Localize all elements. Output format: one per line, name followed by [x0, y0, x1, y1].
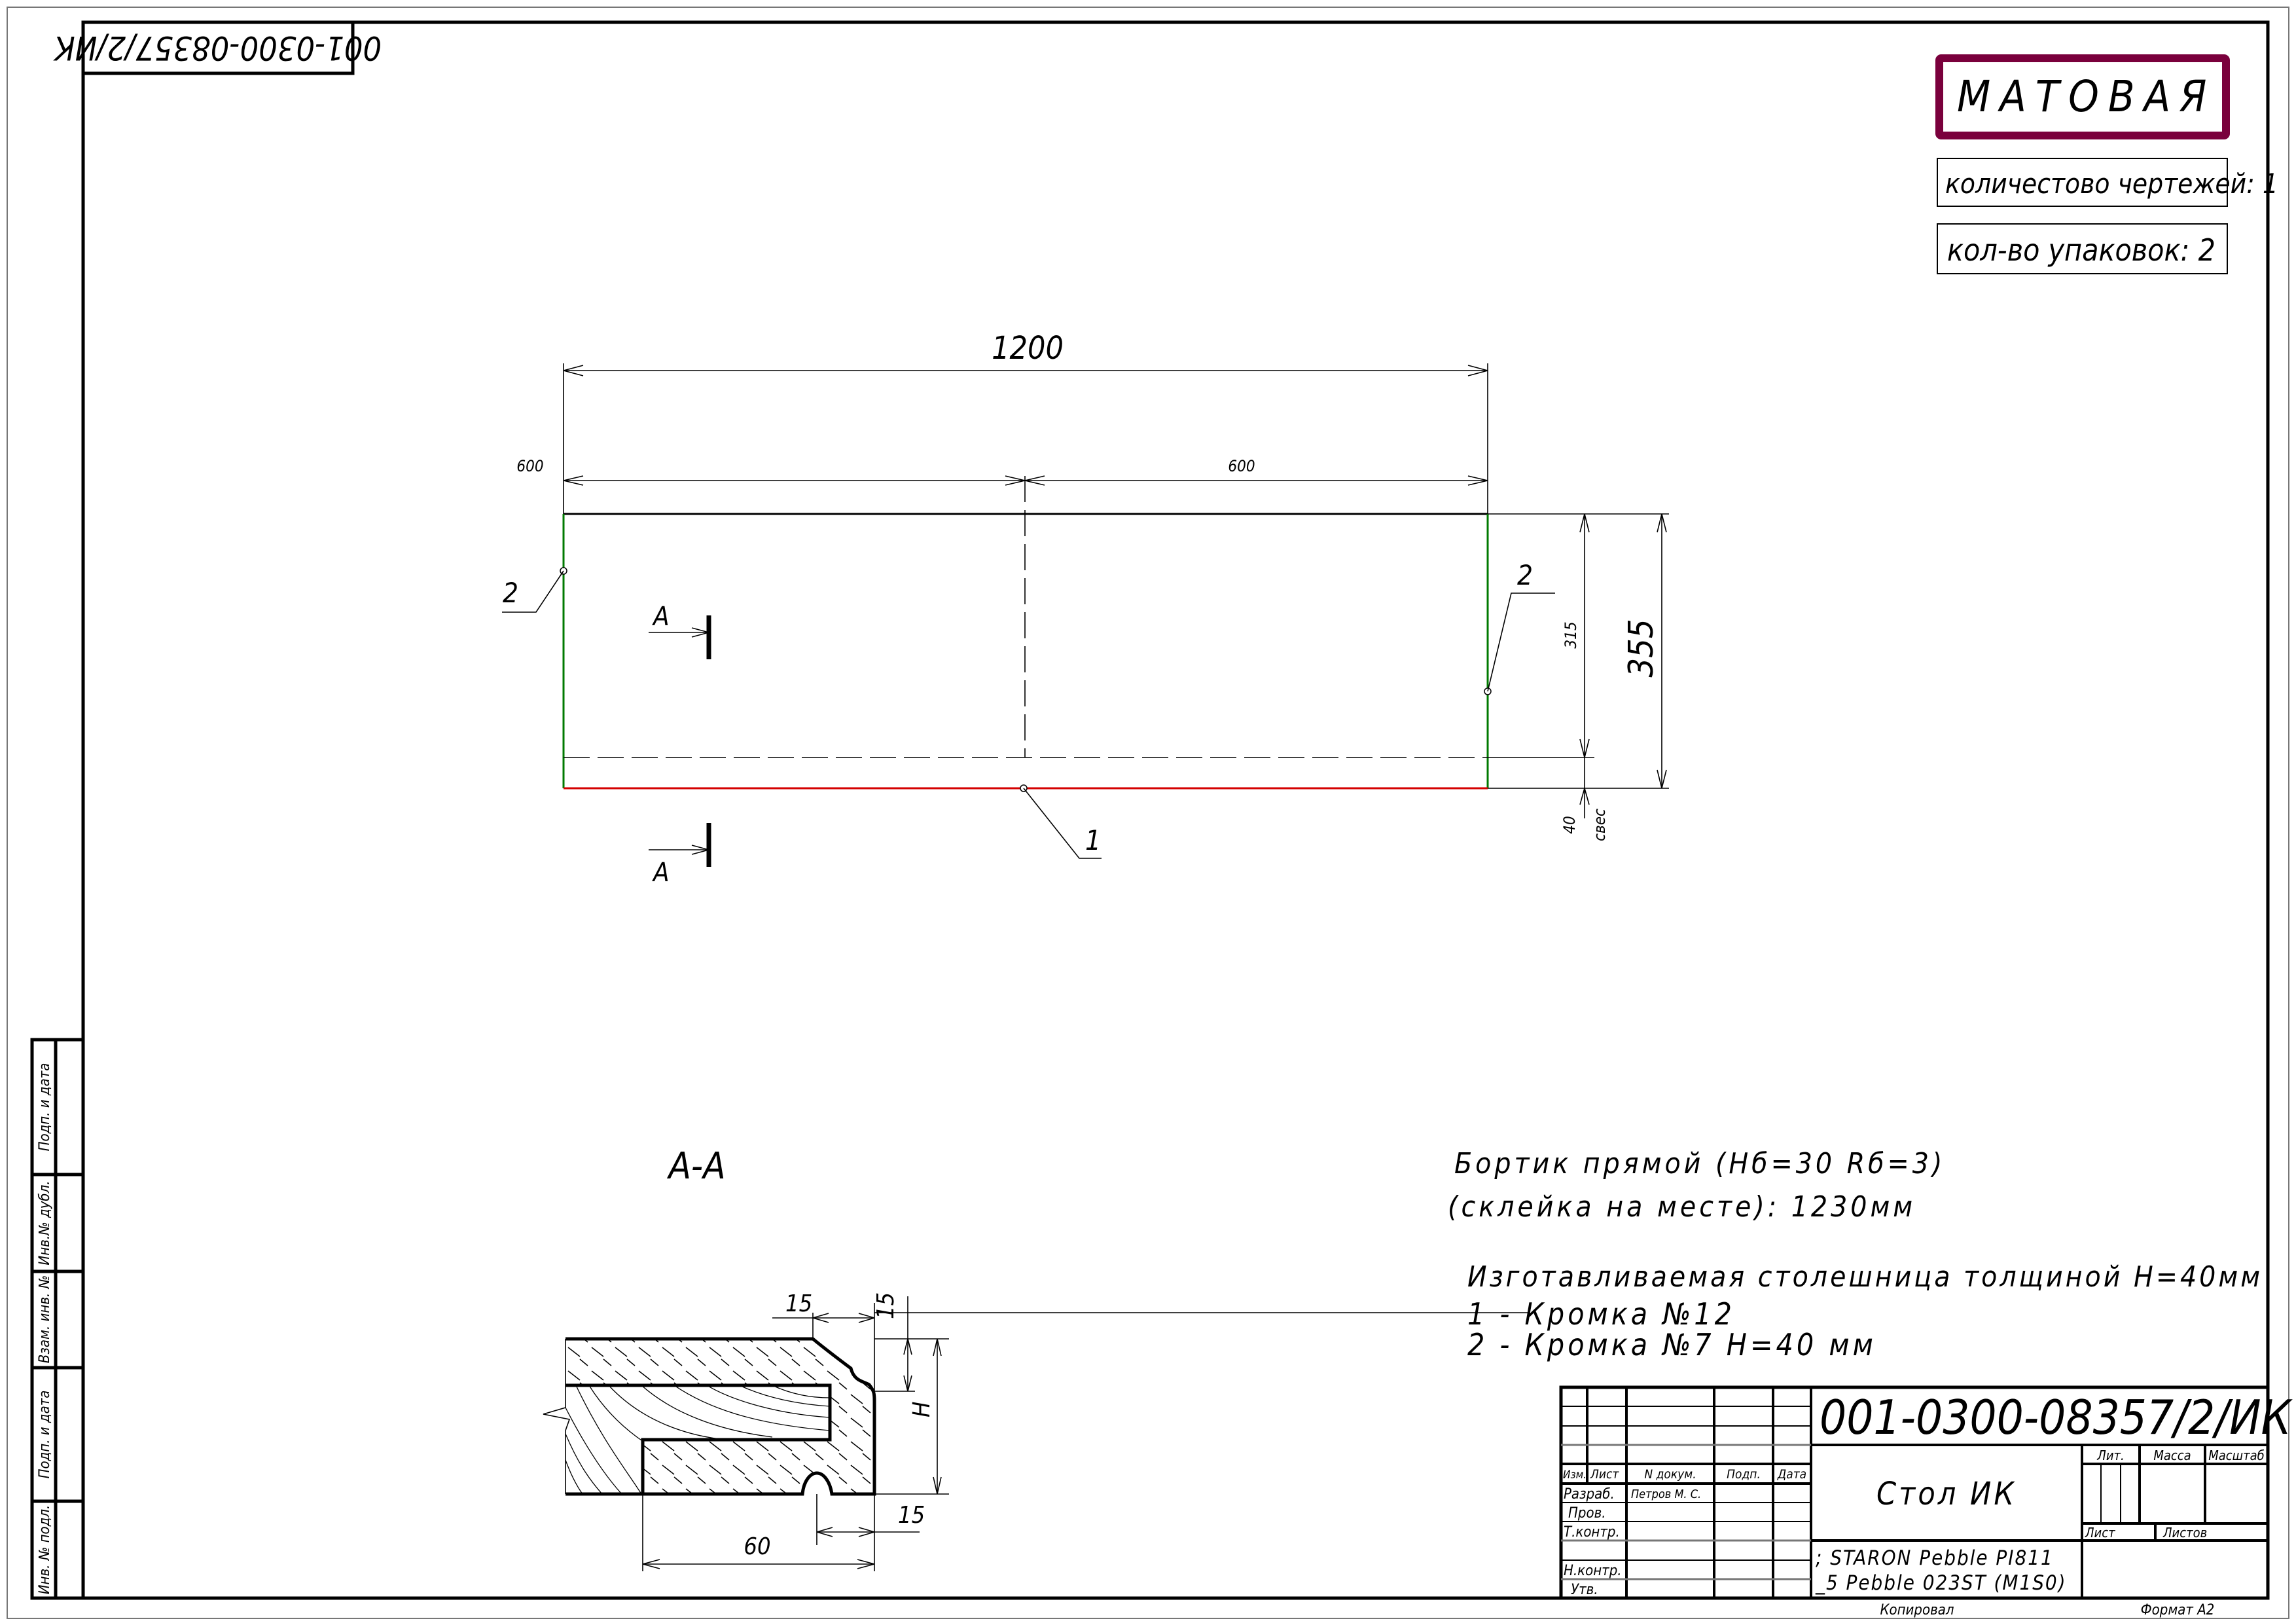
- role-approved: Утв.: [1571, 1582, 1598, 1598]
- role-developer: Разраб.: [1564, 1486, 1615, 1503]
- dim-355: 355: [1622, 619, 1661, 677]
- label-sheet: Лист: [2085, 1525, 2115, 1541]
- dim-groove-15: 15: [898, 1502, 925, 1529]
- side-label-orig-inv: Инв. № подл.: [37, 1505, 53, 1595]
- dim-315: 315: [1562, 621, 1580, 648]
- leader-left-2: 2: [503, 577, 518, 609]
- col-header-change: Изм.: [1563, 1468, 1587, 1482]
- note-line-3: Изготавливаемая столешница толщиной H=40…: [1467, 1260, 2263, 1294]
- section-mark-bottom: А: [652, 858, 670, 888]
- dim-side-15: 15: [872, 1292, 899, 1319]
- col-header-docnum: N докум.: [1644, 1467, 1696, 1482]
- dim-top-15: 15: [785, 1290, 812, 1317]
- label-mass: Масса: [2153, 1448, 2191, 1463]
- col-header-sheet: Лист: [1590, 1467, 1619, 1482]
- inner-frame: [81, 20, 2270, 1600]
- leader-right-2: 2: [1517, 559, 1533, 591]
- side-label-dup-inv: Инв.№ дубл.: [37, 1180, 53, 1265]
- label-format: Формат А2: [2141, 1602, 2215, 1618]
- section-title: А-А: [666, 1145, 725, 1188]
- role-tech-control: Т.контр.: [1564, 1524, 1620, 1541]
- dim-1200: 1200: [992, 330, 1064, 367]
- drawings-count-box: количестово чертежей: 1: [1937, 158, 2278, 207]
- dim-600-left: 600: [516, 457, 543, 475]
- drawing-name: Стол ИК: [1876, 1476, 2017, 1512]
- drawings-count: количестово чертежей: 1: [1945, 168, 2278, 200]
- label-sheets: Листов: [2162, 1525, 2207, 1541]
- developer-name: Петров М. С.: [1631, 1487, 1701, 1501]
- dim-600-right: 600: [1228, 457, 1255, 475]
- col-header-sign: Подп.: [1727, 1467, 1761, 1482]
- dim-height-h: H: [908, 1402, 935, 1417]
- note-line-2: (склейка на месте): 1230мм: [1448, 1190, 1916, 1224]
- side-label-sign-date-2: Подп. и дата: [37, 1391, 53, 1479]
- label-scale: Масштаб: [2208, 1448, 2265, 1463]
- side-label-replace-inv: Взам. инв. №: [37, 1275, 53, 1363]
- label-lit: Лит.: [2096, 1448, 2124, 1463]
- material-line-1: ; STARON Pebble PI811: [1816, 1546, 2054, 1570]
- col-header-date: Дата: [1777, 1467, 1806, 1482]
- section-view: А-А 15 15: [543, 1145, 1529, 1571]
- label-copied: Копировал: [1880, 1602, 1954, 1618]
- title-block: 001-0300-08357/2/ИК Стол ИК ; STARON Peb…: [1559, 1385, 2293, 1618]
- dim-width-60: 60: [744, 1533, 770, 1560]
- role-checker: Пров.: [1568, 1505, 1606, 1522]
- stamp-number: 001-0300-08357/2/ИК: [53, 29, 382, 67]
- note-line-1: Бортик прямой (Нб=30 Rб=3): [1454, 1147, 1945, 1180]
- wood-grain: [565, 1385, 830, 1494]
- material-line-2: _5 Pebble 023ST (M1S0): [1815, 1571, 2067, 1595]
- packages-count: кол-во упаковок: 2: [1947, 232, 2215, 268]
- plan-view: 1200 600 600 315 355 40 свес 2 2 1 А: [502, 330, 1669, 888]
- role-norm-control: Н.контр.: [1564, 1563, 1622, 1579]
- dim-40: 40: [1560, 816, 1579, 833]
- side-strip: Подп. и дата Инв.№ дубл. Взам. инв. № По…: [30, 1038, 85, 1600]
- top-left-stamp: 001-0300-08357/2/ИК: [53, 20, 382, 75]
- section-mark-top: А: [652, 602, 670, 632]
- notes: Бортик прямой (Нб=30 Rб=3) (склейка на м…: [1448, 1147, 2263, 1362]
- leader-bottom-1: 1: [1085, 824, 1101, 856]
- side-label-sign-date-1: Подп. и дата: [37, 1063, 53, 1152]
- outer-border: [7, 7, 2289, 1619]
- doc-number: 001-0300-08357/2/ИК: [1820, 1390, 2293, 1445]
- note-line-5: 2 - Кромка №7 Н=40 мм: [1467, 1327, 1876, 1362]
- finish-stamp: МАТОВАЯ: [1935, 54, 2230, 139]
- note-line-4: 1 - Кромка №12: [1467, 1296, 1735, 1332]
- packages-count-box: кол-во упаковок: 2: [1937, 223, 2228, 274]
- overhang-label: свес: [1590, 809, 1609, 841]
- finish-label: МАТОВАЯ: [1957, 71, 2215, 122]
